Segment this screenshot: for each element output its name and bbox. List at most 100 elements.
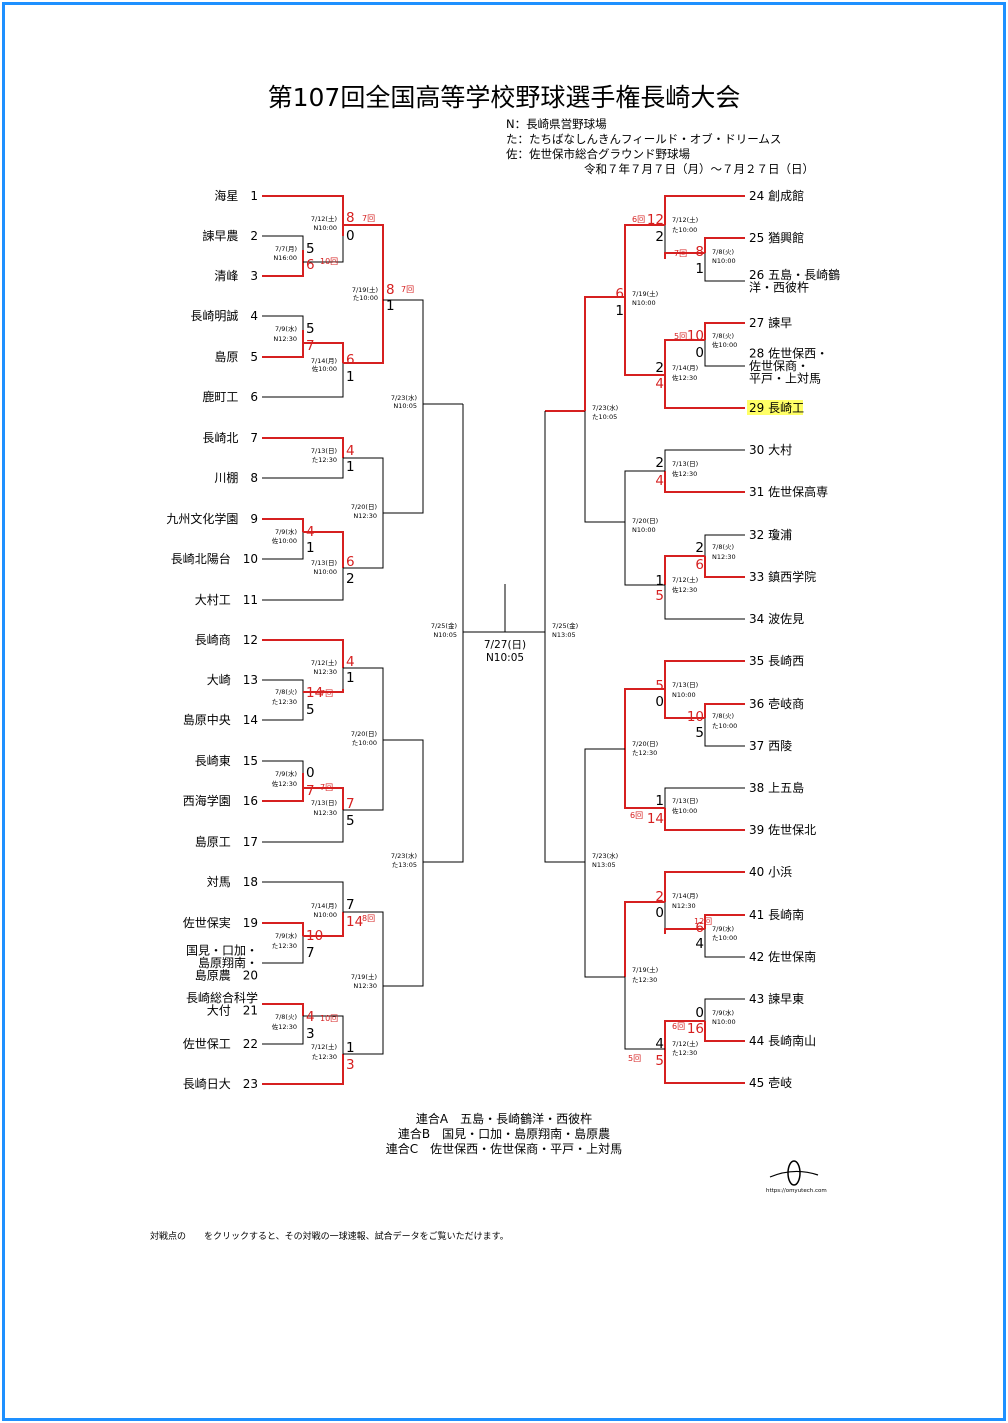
bracket-line-left — [262, 343, 304, 358]
score-42: 2 — [655, 455, 664, 471]
schedule-label-36: 7/9(水) — [275, 931, 297, 940]
schedule-label-61: N12:30 — [712, 553, 736, 561]
schedule-label-80: 7/19(土) — [632, 965, 658, 974]
score-31: 3 — [346, 1057, 355, 1073]
team-left-21: 大付 21 — [207, 1003, 258, 1017]
game-note-6: 10回 — [320, 1014, 338, 1023]
game-note-8: 7回 — [674, 249, 687, 258]
bracket-line-left — [262, 1054, 344, 1085]
schedule-label-52: 7/14(月) — [672, 364, 698, 372]
score-6: 5 — [306, 321, 315, 337]
team-right-37: 37 西陵 — [749, 739, 792, 753]
team-left-23: 長崎日大 23 — [183, 1077, 258, 1091]
bracket-line-left — [262, 679, 304, 692]
team-left-6: 鹿町工 6 — [202, 389, 258, 404]
score-27: 7 — [306, 945, 315, 961]
score-58: 0 — [695, 1005, 704, 1021]
schedule-label-24: 7/8(火) — [275, 688, 297, 696]
schedule-label-79: た10:00 — [712, 934, 737, 942]
schedule-label-49: N10:00 — [632, 299, 656, 307]
bracket-line-right — [704, 322, 745, 340]
schedule-label-78: 7/9(水) — [712, 924, 734, 933]
score-4: 8 — [386, 282, 395, 298]
bracket-line-right — [704, 914, 745, 929]
score-50: 10 — [687, 709, 704, 725]
bracket-line-left — [262, 532, 304, 560]
game-note-10: 6回 — [630, 811, 643, 820]
bracket-line-right — [664, 252, 705, 259]
score-51: 5 — [695, 725, 704, 741]
bracket-line-right — [664, 555, 705, 585]
team-left-8: 川棚 8 — [214, 470, 258, 485]
schedule-label-63: 佐12:30 — [672, 585, 697, 594]
schedule-label-8: 7/14(月) — [311, 357, 337, 365]
game-note-3: 7回 — [320, 783, 333, 792]
schedule-label-58: 7/20(日) — [632, 517, 658, 525]
team-right-39: 39 佐世保北 — [749, 823, 816, 837]
team-left-18: 対馬 18 — [207, 875, 258, 889]
bracket-line-left — [343, 513, 384, 569]
bracket-line-left — [262, 518, 304, 532]
bracket-line-left — [262, 1016, 304, 1045]
score-9: 1 — [346, 369, 355, 385]
team-left-4: 長崎明誠 4 — [190, 309, 258, 323]
team-left-5: 島原 5 — [214, 349, 258, 364]
omyutech-logo-icon — [769, 1160, 819, 1186]
score-45: 6 — [695, 557, 704, 573]
schedule-label-84: 7/12(土) — [672, 1039, 698, 1048]
schedule-label-76: 7/14(月) — [672, 892, 698, 900]
schedule-label-62: 7/12(土) — [672, 575, 698, 584]
schedule-label-77: N12:30 — [672, 902, 696, 910]
score-49: 0 — [655, 694, 664, 710]
game-note-13: 12回 — [694, 917, 712, 926]
bracket-line-left — [303, 531, 344, 568]
bracket-line-left — [262, 458, 344, 479]
bracket-line-right — [664, 1049, 745, 1084]
score-10: 4 — [346, 443, 355, 459]
bracket-line-left — [303, 689, 344, 693]
team-right-24: 24 創成館 — [749, 188, 804, 203]
bracket-line-right — [624, 977, 665, 1050]
schedule-label-54: 7/23(水) — [592, 403, 618, 412]
score-47: 5 — [655, 588, 664, 604]
bracket-line-right — [664, 195, 745, 225]
team-left-12: 長崎商 12 — [195, 632, 258, 647]
team-left-14: 島原中央 14 — [183, 712, 258, 727]
bracket-line-left — [423, 632, 464, 863]
score-55: 0 — [655, 905, 664, 921]
schedule-label-71: た12:30 — [632, 749, 657, 757]
schedule-label-2: 7/7(月) — [275, 245, 297, 253]
bracket-line-right — [704, 998, 745, 1021]
team-right-42: 42 佐世保南 — [749, 949, 816, 964]
schedule-label-32: 7/23(水) — [391, 851, 417, 860]
score-0: 8 — [346, 210, 355, 226]
bracket-line-left — [343, 740, 384, 811]
score-32: 6 — [615, 286, 624, 302]
bracket-line-left — [262, 1003, 304, 1016]
score-23: 5 — [346, 813, 355, 829]
game-note-4: 7回 — [320, 689, 333, 698]
bracket-line-right — [664, 928, 705, 934]
schedule-label-18: 7/13(日) — [311, 559, 337, 567]
score-15: 2 — [346, 571, 355, 587]
score-33: 1 — [615, 303, 624, 319]
bracket-line-right — [704, 1021, 745, 1042]
schedule-label-15: N12:30 — [353, 512, 377, 520]
schedule-label-29: 佐12:30 — [272, 779, 297, 788]
schedule-label-25: た12:30 — [272, 698, 297, 706]
schedule-label-56: 7/13(日) — [672, 460, 698, 468]
tournament-period: 令和７年７月７日（月）～７月２７日（日） — [584, 162, 814, 176]
bracket-line-left — [303, 1015, 344, 1054]
schedule-label-12: 7/13(日) — [311, 447, 337, 455]
bracket-line-left — [343, 224, 384, 285]
bracket-line-right — [664, 660, 745, 689]
logo-url: https://omyutech.com — [766, 1188, 827, 1194]
score-22: 7 — [346, 796, 355, 812]
bracket-line-left — [343, 300, 384, 364]
schedule-label-64: 7/25(金) — [552, 621, 578, 630]
bracket-line-right — [704, 929, 745, 958]
score-56: 6 — [695, 920, 704, 936]
schedule-label-14: 7/20(日) — [351, 503, 377, 511]
score-26: 10 — [306, 928, 323, 944]
schedule-label-13: た12:30 — [312, 456, 337, 464]
